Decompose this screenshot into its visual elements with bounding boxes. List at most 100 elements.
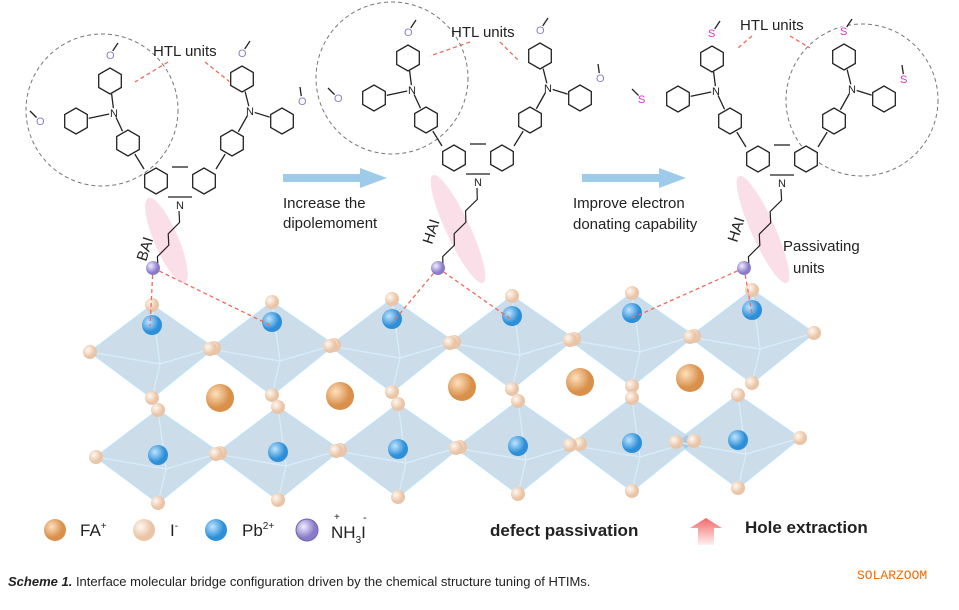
- benzene-ring: [872, 85, 896, 113]
- passivating-chain-highlight: [430, 174, 486, 284]
- atom-bg: [847, 84, 857, 94]
- htl-unit-circle: [25, 33, 179, 187]
- iodide-sphere: [731, 388, 745, 402]
- atom-bg: [839, 26, 849, 36]
- benzene-ring: [220, 129, 244, 157]
- ring-bg: [361, 85, 387, 111]
- ring-bg: [97, 68, 123, 94]
- legend-nh3-minus: -: [363, 512, 367, 524]
- iodide-sphere: [89, 450, 103, 464]
- benzene-ring: [98, 67, 122, 95]
- ring-bg: [699, 46, 725, 72]
- octahedron-edge: [329, 345, 401, 359]
- benzene-ring: [718, 107, 742, 135]
- iodide-sphere: [511, 487, 525, 501]
- legend-hole-extraction: Hole extraction: [745, 518, 868, 537]
- ammonium-head-sphere: [737, 261, 751, 275]
- atom-bg: [237, 48, 247, 58]
- caption-label: Scheme 1.: [8, 574, 73, 589]
- octahedron-edge: [745, 437, 801, 455]
- iodide-sphere: [669, 435, 683, 449]
- legend-nh3-plus: +: [334, 512, 340, 523]
- benzene-ring: [270, 107, 294, 135]
- octahedron-edge: [95, 456, 167, 470]
- interaction-dashed-line: [737, 35, 753, 49]
- atom-bg: [473, 177, 483, 187]
- legend-defect-passivation: defect passivation: [490, 521, 638, 540]
- fa-sphere: [326, 382, 354, 410]
- legend-fa-sphere: [44, 519, 66, 541]
- benzene-ring: [230, 65, 254, 93]
- ring-bg: [489, 145, 515, 171]
- pb-sphere: [382, 309, 402, 329]
- octahedron-edge: [151, 304, 161, 365]
- atom-bg: [711, 86, 721, 96]
- nitrogen-atom: N: [408, 85, 416, 97]
- iodide-sphere: [145, 298, 159, 312]
- substituent-S: S: [840, 26, 847, 38]
- iodide-sphere: [323, 339, 337, 353]
- perovskite-lattice: [83, 283, 821, 510]
- fa-sphere: [566, 368, 594, 396]
- substituent-O: O: [536, 25, 545, 37]
- iodide-sphere: [329, 444, 343, 458]
- substituent-S: S: [900, 74, 907, 86]
- iodide-sphere: [505, 382, 519, 396]
- interaction-dashed-line: [152, 267, 273, 327]
- substituent-O: O: [596, 73, 605, 85]
- atom-bg: [297, 96, 307, 106]
- benzene-ring: [396, 44, 420, 72]
- iodide-sphere: [625, 484, 639, 498]
- iodide-sphere: [683, 330, 697, 344]
- iodide-sphere: [385, 292, 399, 306]
- atom-bg: [899, 74, 909, 84]
- legend-nh3-label: NH3I: [331, 523, 366, 546]
- hole-extraction-arrow-icon: [690, 518, 722, 545]
- benzene-ring: [822, 107, 846, 135]
- atom-bg: [109, 108, 119, 118]
- pb-sphere: [622, 303, 642, 323]
- benzene-ring: [746, 145, 770, 173]
- chain-label-hai-1: HAI: [420, 217, 444, 246]
- ring-bg: [191, 168, 217, 194]
- arrow1-text-line2: dipolemoment: [283, 215, 378, 232]
- passivating-chain-highlight: [736, 175, 790, 284]
- ring-bg: [143, 168, 169, 194]
- alkyl-chain: [747, 188, 783, 269]
- octahedron-edge: [209, 348, 281, 362]
- ring-bg: [441, 145, 467, 171]
- iodide-sphere: [203, 342, 217, 356]
- atom-bg: [333, 93, 343, 103]
- ring-bg: [665, 86, 691, 112]
- ring-bg: [115, 130, 141, 156]
- iodide-sphere: [443, 336, 457, 350]
- octahedron-edge: [391, 298, 401, 359]
- ring-bg: [63, 108, 89, 134]
- atom-bg: [535, 25, 545, 35]
- arrow2-text-line1: Improve electron: [573, 195, 685, 212]
- pb-sphere: [148, 445, 168, 465]
- octahedron-edge: [449, 342, 521, 356]
- pb-sphere: [142, 315, 162, 335]
- octahedron-edge: [631, 292, 641, 353]
- iodide-sphere: [391, 397, 405, 411]
- iodide-sphere: [265, 388, 279, 402]
- iodide-sphere: [449, 441, 463, 455]
- iodide-sphere: [271, 493, 285, 507]
- substituent-S: S: [638, 94, 645, 106]
- atom-bg: [403, 27, 413, 37]
- alkyl-chain: [156, 210, 181, 269]
- benzene-ring: [794, 145, 818, 173]
- ring-bg: [871, 86, 897, 112]
- pb-sphere: [508, 436, 528, 456]
- iodide-sphere: [385, 385, 399, 399]
- caption-text: Interface molecular bridge configuration…: [72, 574, 591, 589]
- benzene-ring: [414, 106, 438, 134]
- benzene-ring: [490, 144, 514, 172]
- legend-i-sphere: [133, 519, 155, 541]
- legend: FA+ I- Pb2+ NH3I + - defect passivation …: [44, 512, 868, 546]
